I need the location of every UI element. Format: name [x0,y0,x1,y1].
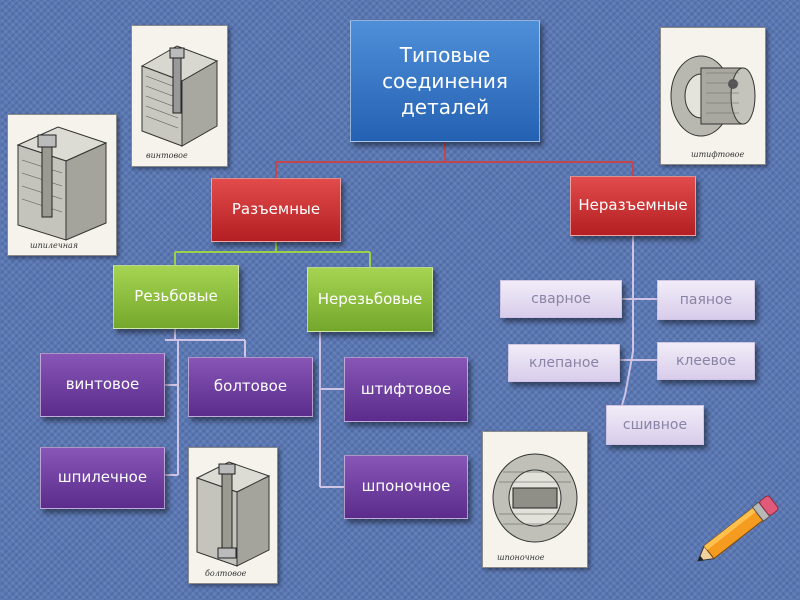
item-stud: шпилечное [40,447,165,509]
illustration-screw-joint: винтовое [131,25,228,167]
item-stitched: сшивное [606,405,704,445]
item-screw: винтовое [40,353,165,417]
item-pin: штифтовое [344,357,468,422]
item-riveted: клепаное [508,344,620,382]
caption-bolt: болтовое [205,569,247,578]
item-glued: клеевое [657,342,755,380]
illustration-bolt-joint: болтовое [188,447,278,584]
caption-stud: шпилечная [30,241,79,250]
item-welded: сварное [500,280,622,318]
caption-key: шпоночное [497,553,545,562]
illustration-key-joint: шпоночное [482,431,588,568]
caption-screw: винтовое [146,151,188,160]
item-bolt: болтовое [188,357,313,417]
item-soldered: паяное [657,280,755,320]
caption-pin: штифтовое [691,150,745,159]
title-box: Типовые соединения деталей [350,20,540,142]
illustration-pin-joint: штифтовое [660,27,766,165]
subcategory-threaded: Резьбовые [113,265,239,329]
illustration-stud-joint: шпилечная [7,114,117,256]
category-permanent: Неразъемные [570,176,696,236]
subcategory-non-threaded: Нерезьбовые [307,267,433,332]
category-detachable: Разъемные [211,178,341,242]
item-key: шпоночное [344,455,468,519]
pencil-icon [697,495,779,562]
